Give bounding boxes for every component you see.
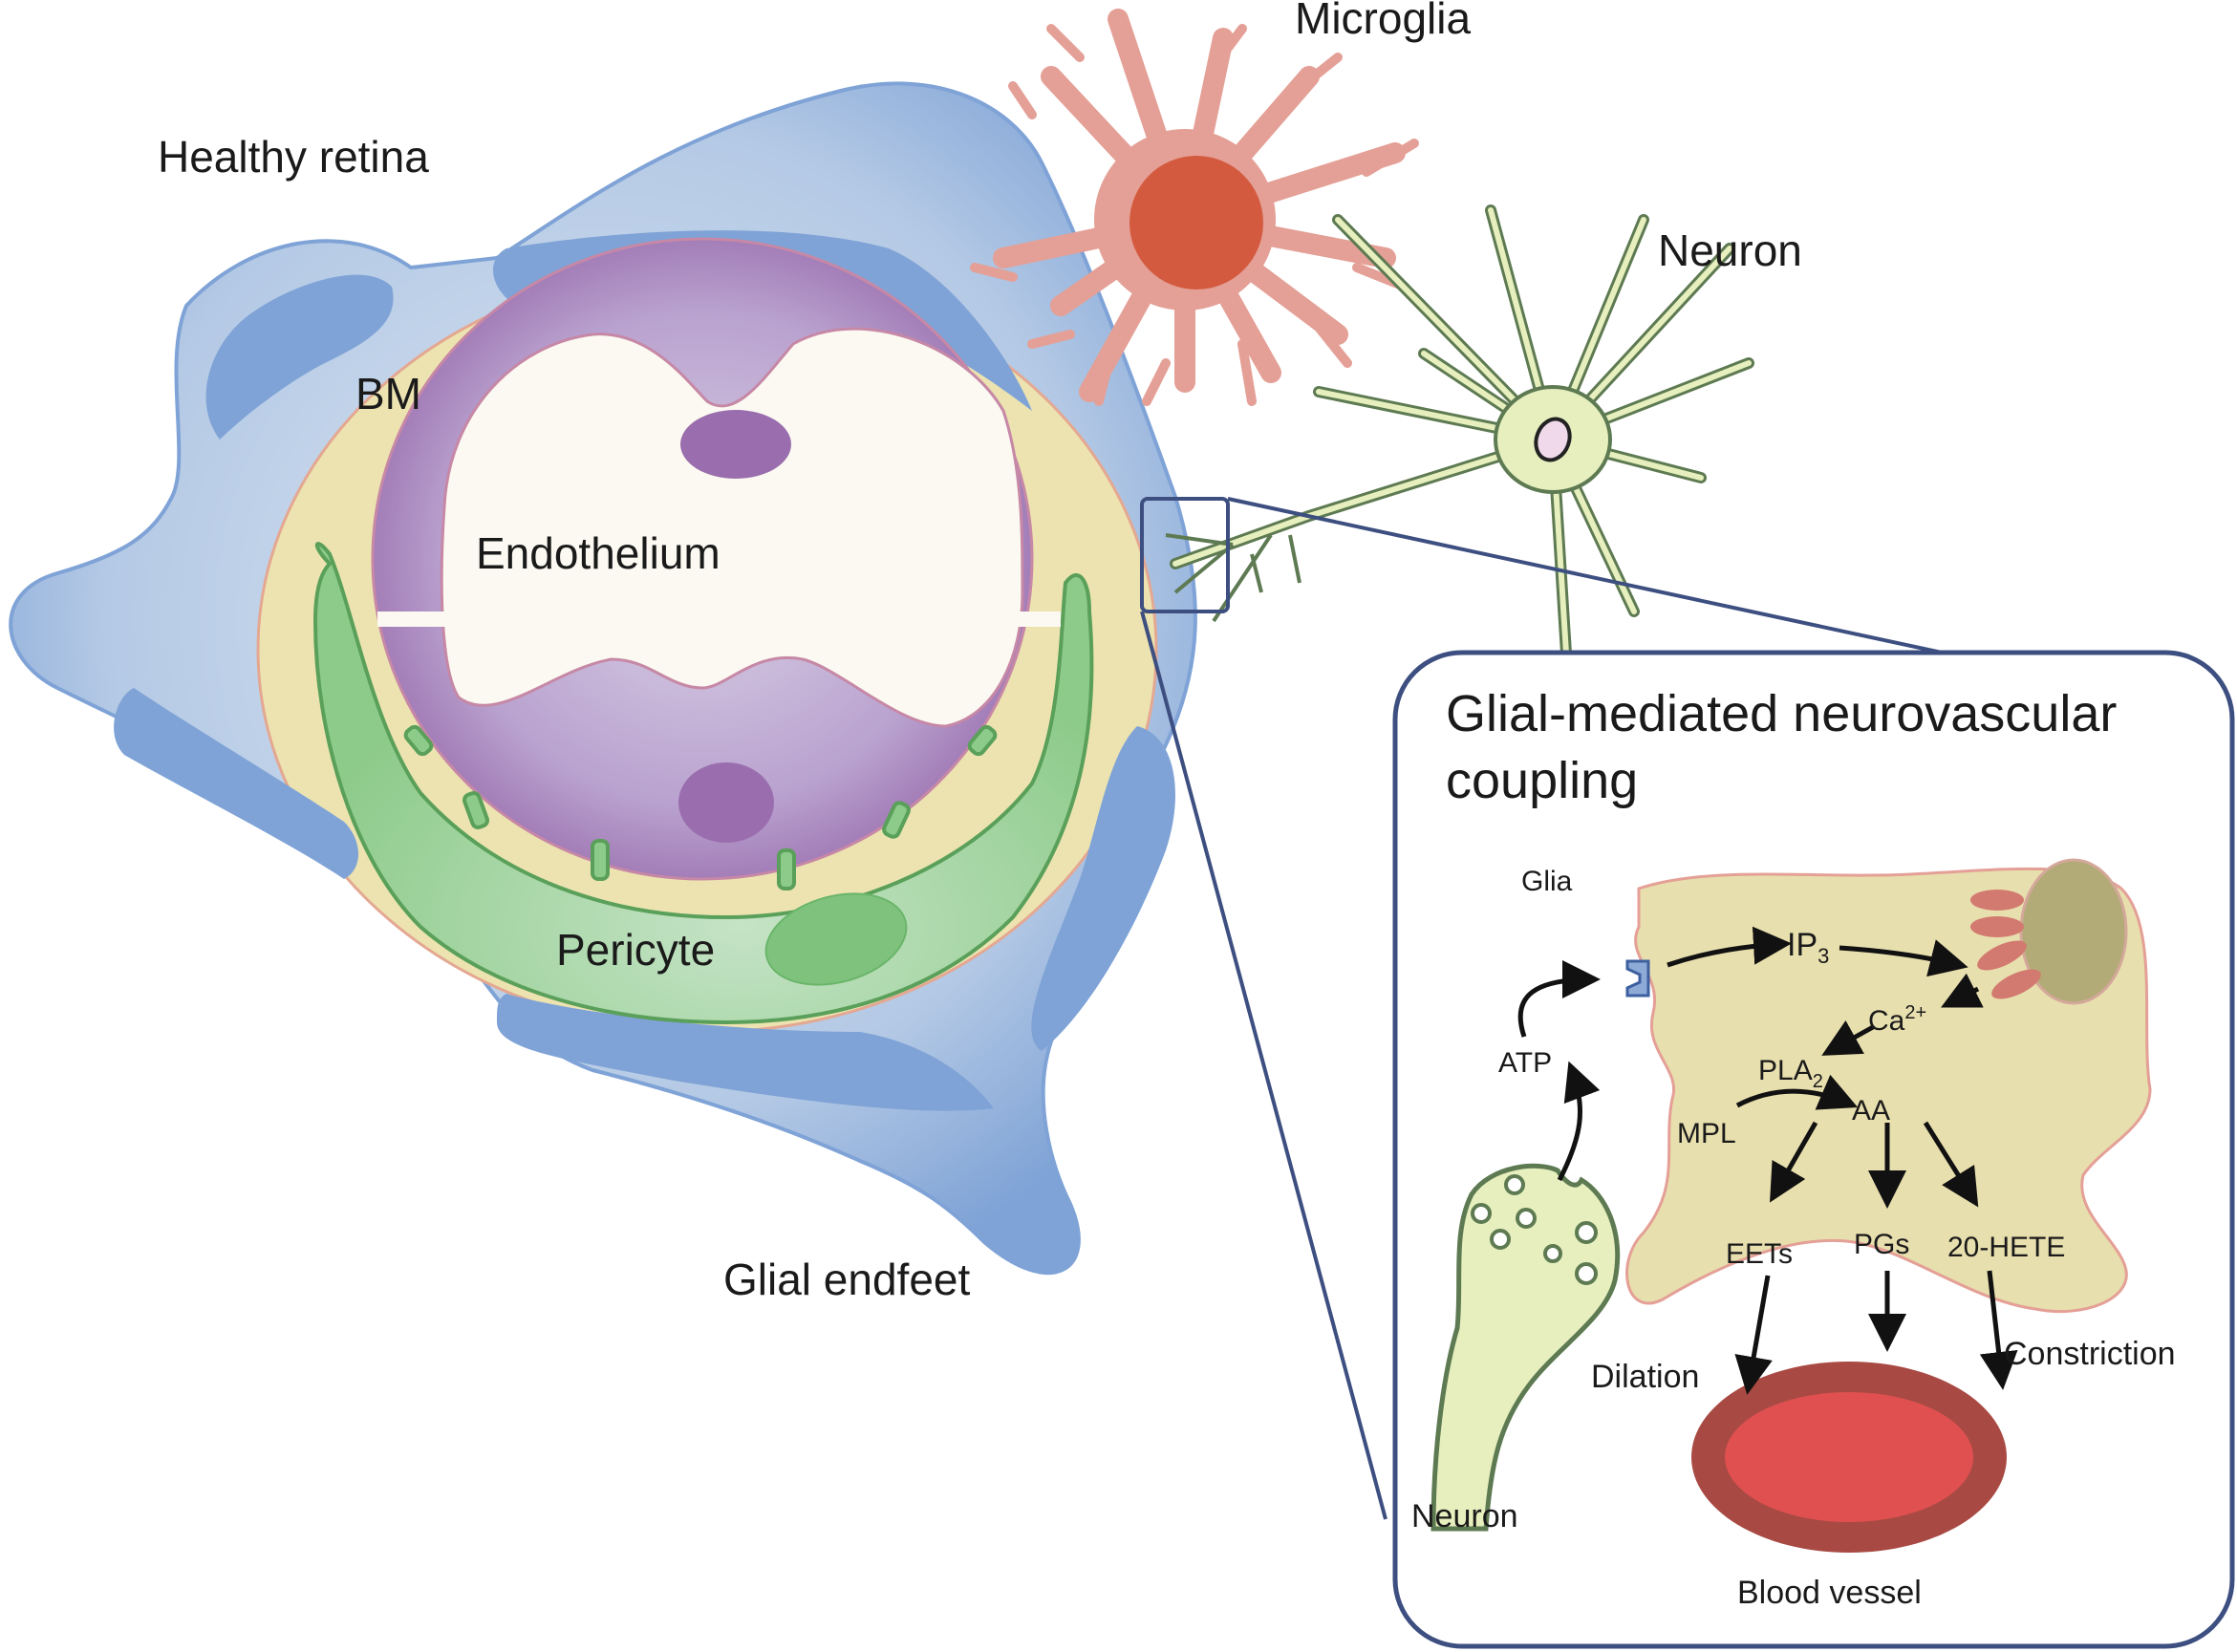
label-pla2-sub: 2 (1813, 1071, 1823, 1092)
inset-title-line1: Glial-mediated neurovascular (1446, 685, 2117, 742)
label-glia: Glia (1521, 866, 1573, 897)
neuron-nucleus (1534, 417, 1572, 462)
label-eets: EETs (1726, 1238, 1793, 1270)
synaptic-vesicles (1471, 1174, 1598, 1285)
endothelial-junction-right (984, 611, 1061, 627)
label-bm: BM (355, 369, 421, 418)
neuron-terminal (1430, 1163, 1621, 1532)
vessel-cross-section: Healthy retina BM Endothelium Pericyte G… (9, 81, 1197, 1304)
label-constriction: Constriction (2004, 1336, 2176, 1372)
blood-vessel-lumen (1725, 1392, 1973, 1522)
pericyte-cell (312, 542, 1094, 1025)
microglia-cell: Microglia (970, 0, 1471, 406)
glial-endfoot-right (1031, 726, 1175, 1051)
label-pgs: PGs (1854, 1229, 1909, 1260)
label-ip3-sub: 3 (1818, 944, 1829, 968)
glial-endfoot-top-left (205, 274, 394, 440)
label-ip3-main: IP (1787, 927, 1818, 963)
vessel-lumen (440, 327, 1024, 728)
label-atp: ATP (1498, 1047, 1552, 1079)
label-blood-vessel: Blood vessel (1737, 1575, 1922, 1611)
label-glial-endfeet: Glial endfeet (723, 1255, 970, 1304)
label-pla2-main: PLA (1758, 1055, 1813, 1086)
microglia-nucleus (1129, 156, 1263, 290)
label-ca-sup: 2+ (1904, 1002, 1926, 1023)
pericyte-nucleus (764, 892, 908, 986)
er-stacks (1970, 890, 2041, 999)
label-dilation: Dilation (1591, 1359, 1699, 1395)
label-healthy-retina: Healthy retina (158, 132, 429, 182)
inset-title-line2: coupling (1446, 752, 1638, 809)
label-ca-main: Ca (1868, 1005, 1905, 1037)
glial-endfoot-left (114, 688, 358, 879)
glial-endfoot-bottom (497, 994, 994, 1111)
pericyte-pegs (403, 724, 998, 890)
endothelial-nucleus-bottom (678, 762, 774, 843)
label-mpl: MPL (1677, 1118, 1736, 1149)
label-20-hete: 20-HETE (1947, 1232, 2065, 1263)
inset-panel: Glial-mediated neurovascular coupling (1392, 650, 2235, 1649)
label-pla2: PLA2 (1758, 1055, 1823, 1092)
zoom-box (1140, 497, 1230, 613)
label-pericyte: Pericyte (556, 925, 715, 975)
er-body (2019, 858, 2128, 1005)
label-microglia: Microglia (1295, 0, 1471, 43)
label-ip3: IP3 (1787, 927, 1829, 968)
endothelial-nucleus-top (680, 410, 791, 479)
label-calcium: Ca2+ (1868, 1002, 1926, 1037)
label-endothelium: Endothelium (476, 528, 721, 578)
label-neuron-inset: Neuron (1411, 1498, 1518, 1534)
label-neuron-top: Neuron (1658, 225, 1802, 275)
endothelial-junction-left (377, 611, 454, 627)
receptor-icon (1625, 959, 1650, 998)
label-aa: AA (1852, 1095, 1890, 1126)
pathway-arrows (1517, 926, 2018, 1395)
